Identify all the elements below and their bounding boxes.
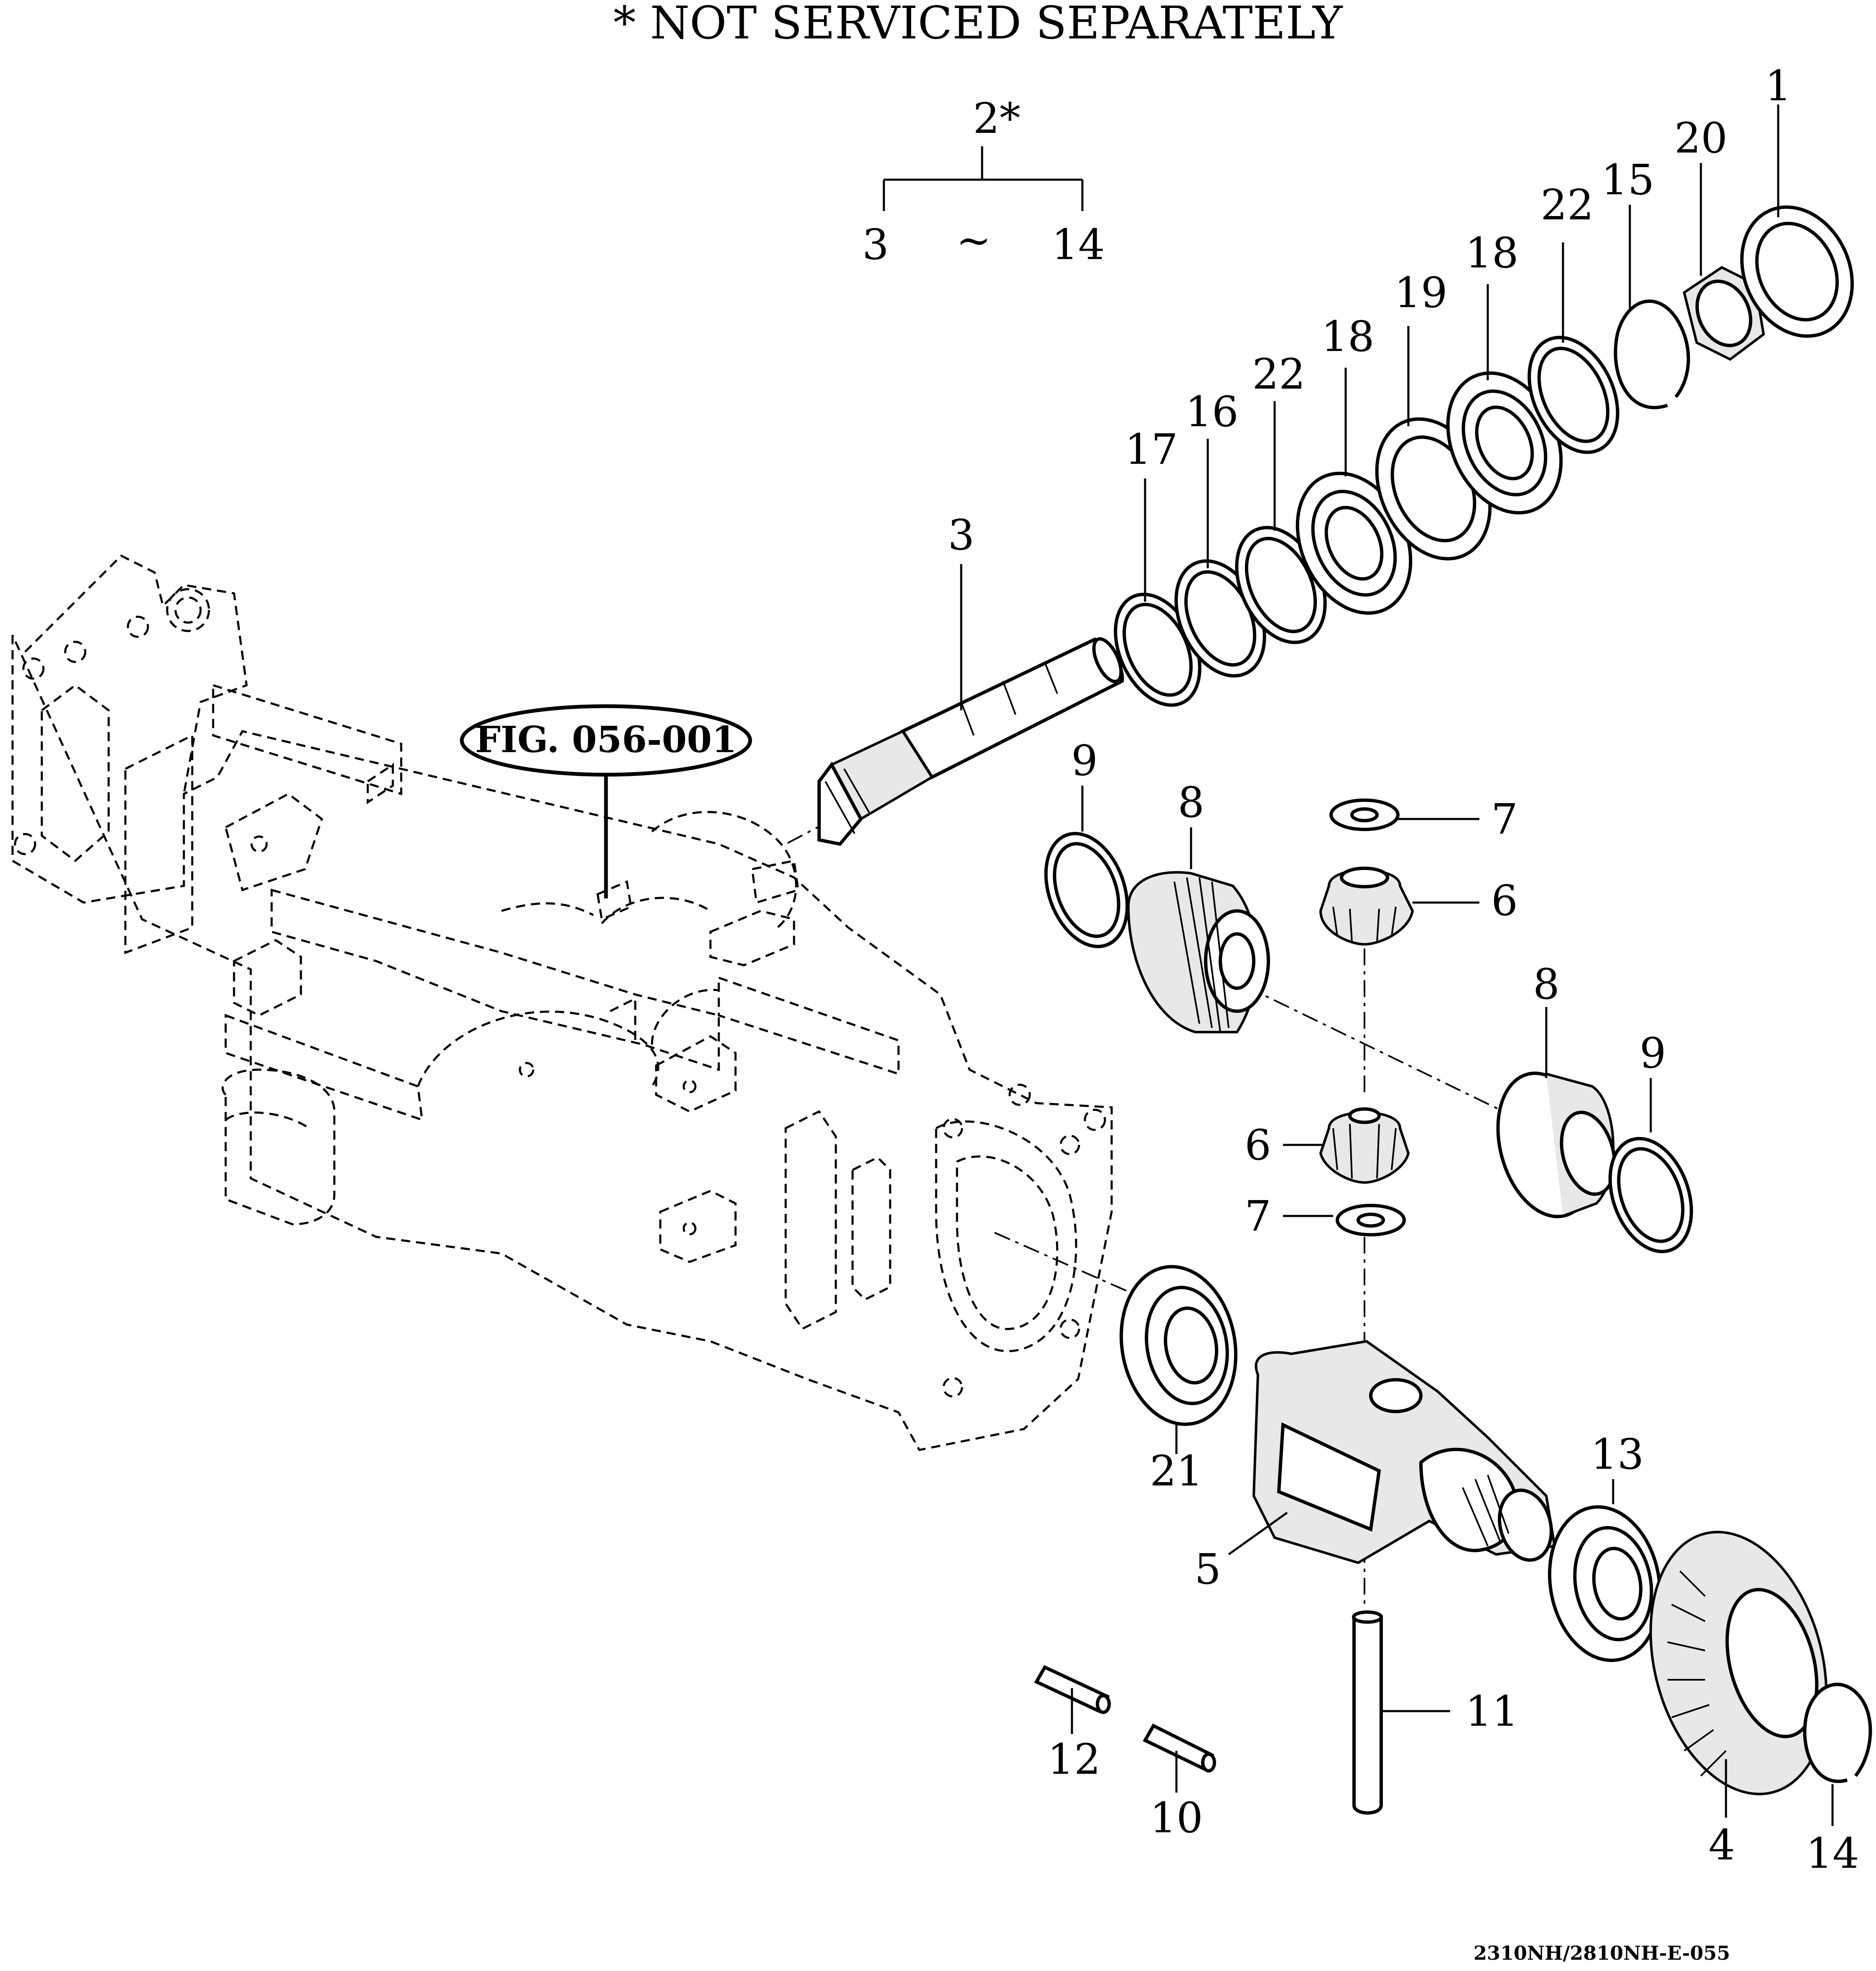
callout-6-bottom: 6 [1245,1121,1271,1170]
part-3-pinion-shaft [817,637,1124,846]
callout-11: 11 [1465,1687,1518,1736]
callout-9-left: 9 [1071,736,1098,785]
part-22-collar-upper [1527,336,1619,454]
callout-18-upper: 18 [1465,229,1518,277]
callout-19: 19 [1394,268,1447,317]
part-13-bearing [1548,1505,1662,1662]
drawing-code: 2310NH/2810NH-E-055 [1474,1942,1730,1964]
callout-13: 13 [1591,1430,1644,1479]
part-14-snap-ring [1803,1683,1872,1783]
part-20-nut [1683,266,1765,361]
part-4-ring-gear [1649,1531,1828,1796]
callout-numbers: 1 20 15 22 18 19 18 22 16 17 3 9 8 7 6 8… [948,61,1859,1878]
part-8-side-gear-left [1127,871,1270,1033]
callout-6-top: 6 [1491,876,1518,925]
part-18-bearing-upper [1446,371,1563,515]
part-6-pinion-gear-top [1319,867,1414,946]
assembly-range-from: 3 [862,220,889,269]
callout-1: 1 [1765,61,1792,110]
callout-8-right: 8 [1533,960,1560,1009]
callout-18-lower: 18 [1321,312,1374,361]
assembly-range-sep: ~ [956,216,991,265]
part-7-thrust-washer-bottom [1336,1204,1406,1236]
callout-12: 12 [1047,1735,1100,1784]
assembly-range-to: 14 [1051,220,1105,269]
part-1-seal [1740,205,1854,338]
part-5-differential-case [1252,1340,1556,1564]
callout-22-upper: 22 [1540,181,1593,229]
diagram-title: * NOT SERVICED SEPARATELY [613,0,1343,49]
assembly-label: 2* [973,94,1021,143]
callout-9-right: 9 [1639,1029,1666,1078]
callout-14: 14 [1806,1829,1859,1878]
callout-3: 3 [948,511,975,560]
figure-reference-label: FIG. 056-001 [475,719,737,761]
assembly-bracket: 2* 3 ~ 14 [862,94,1105,269]
callout-15: 15 [1601,155,1654,204]
part-15-snap-ring [1614,299,1690,409]
leader-lines [960,104,1834,1826]
part-21-bearing [1120,1265,1237,1426]
axle-housing-outline [11,554,1113,1451]
part-9-shim-left [1044,832,1129,949]
callout-17: 17 [1125,425,1178,474]
part-11-pinion-shaft [1352,1610,1383,1815]
callout-20: 20 [1674,114,1727,163]
callout-5: 5 [1194,1545,1221,1594]
callout-16: 16 [1185,387,1238,436]
part-6-pinion-gear-bottom [1319,1107,1410,1184]
callout-22-lower: 22 [1252,350,1305,399]
part-10-pin [1143,1723,1216,1773]
callout-10: 10 [1150,1793,1203,1842]
part-7-thrust-washer-top [1329,799,1400,831]
callout-8-left: 8 [1178,778,1204,827]
callout-21: 21 [1150,1447,1203,1495]
callout-7-top: 7 [1491,795,1518,844]
part-8-side-gear-right [1496,1071,1616,1218]
callout-7-bottom: 7 [1245,1192,1271,1241]
figure-reference: FIG. 056-001 [460,704,752,898]
callout-4: 4 [1708,1821,1735,1869]
part-9-shim-right [1608,1137,1693,1254]
